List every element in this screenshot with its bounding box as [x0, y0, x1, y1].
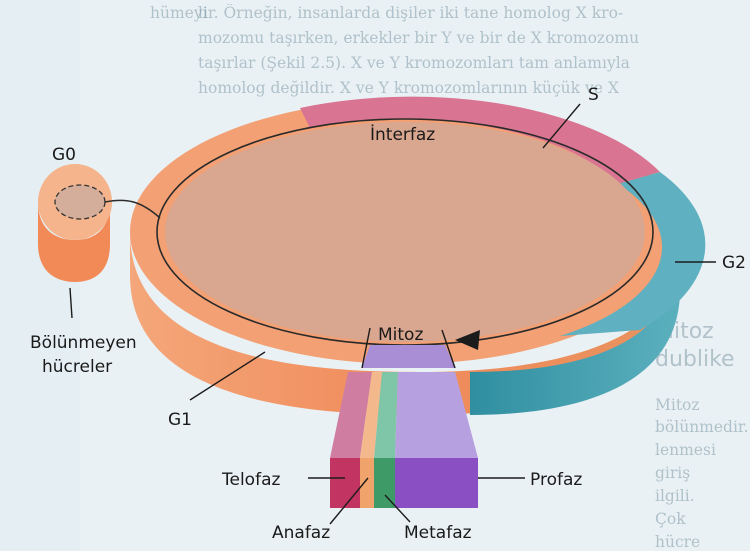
bg-line-2: mozomu taşırken, erkekler bir Y ve bir d…: [198, 29, 639, 47]
anafaz-label: Anafaz: [272, 523, 330, 543]
bg-right-line-6: Çok: [655, 510, 686, 528]
g0-label: G0: [52, 145, 76, 165]
g2-label: G2: [722, 253, 746, 273]
left-column-text: hümeyi: [150, 4, 208, 22]
bolunmeyen-label-line1: Bölünmeyen: [30, 333, 137, 353]
bg-line-3: taşırlar (Şekil 2.5). X ve Y kromozomlar…: [198, 54, 630, 72]
bg-right-line-4: giriş: [655, 464, 690, 482]
bg-right-line-3: lenmesi: [655, 441, 716, 459]
interfaz-label: İnterfaz: [370, 124, 435, 145]
metafaz-block: [374, 458, 395, 508]
metafaz-label: Metafaz: [404, 523, 472, 543]
telofaz-label: Telofaz: [221, 470, 280, 490]
bg-heading-2: dublike: [655, 347, 735, 372]
bg-line-1: lir. Örneğin, insanlarda dişiler iki tan…: [198, 4, 623, 22]
svg-text:hümeyi: hümeyi: [150, 4, 208, 22]
s-label: S: [588, 85, 599, 105]
profaz-label: Profaz: [530, 470, 582, 490]
anafaz-block: [360, 458, 374, 508]
bolunmeyen-label-line2: hücreler: [42, 357, 112, 377]
bg-line-4: homolog değildir. X ve Y kromozomlarının…: [198, 79, 619, 97]
bg-right-line-1: Mitoz: [655, 396, 700, 414]
telofaz-block: [330, 458, 360, 508]
mitoz-label: Mitoz: [378, 325, 423, 345]
bg-right-line-7: hücre: [655, 533, 700, 551]
profaz-block: [395, 458, 478, 508]
g1-label: G1: [168, 410, 192, 430]
bg-right-line-5: ilgili.: [655, 487, 695, 505]
g0-loop: [55, 185, 105, 219]
bg-right-line-2: bölünmedir.: [655, 418, 749, 436]
